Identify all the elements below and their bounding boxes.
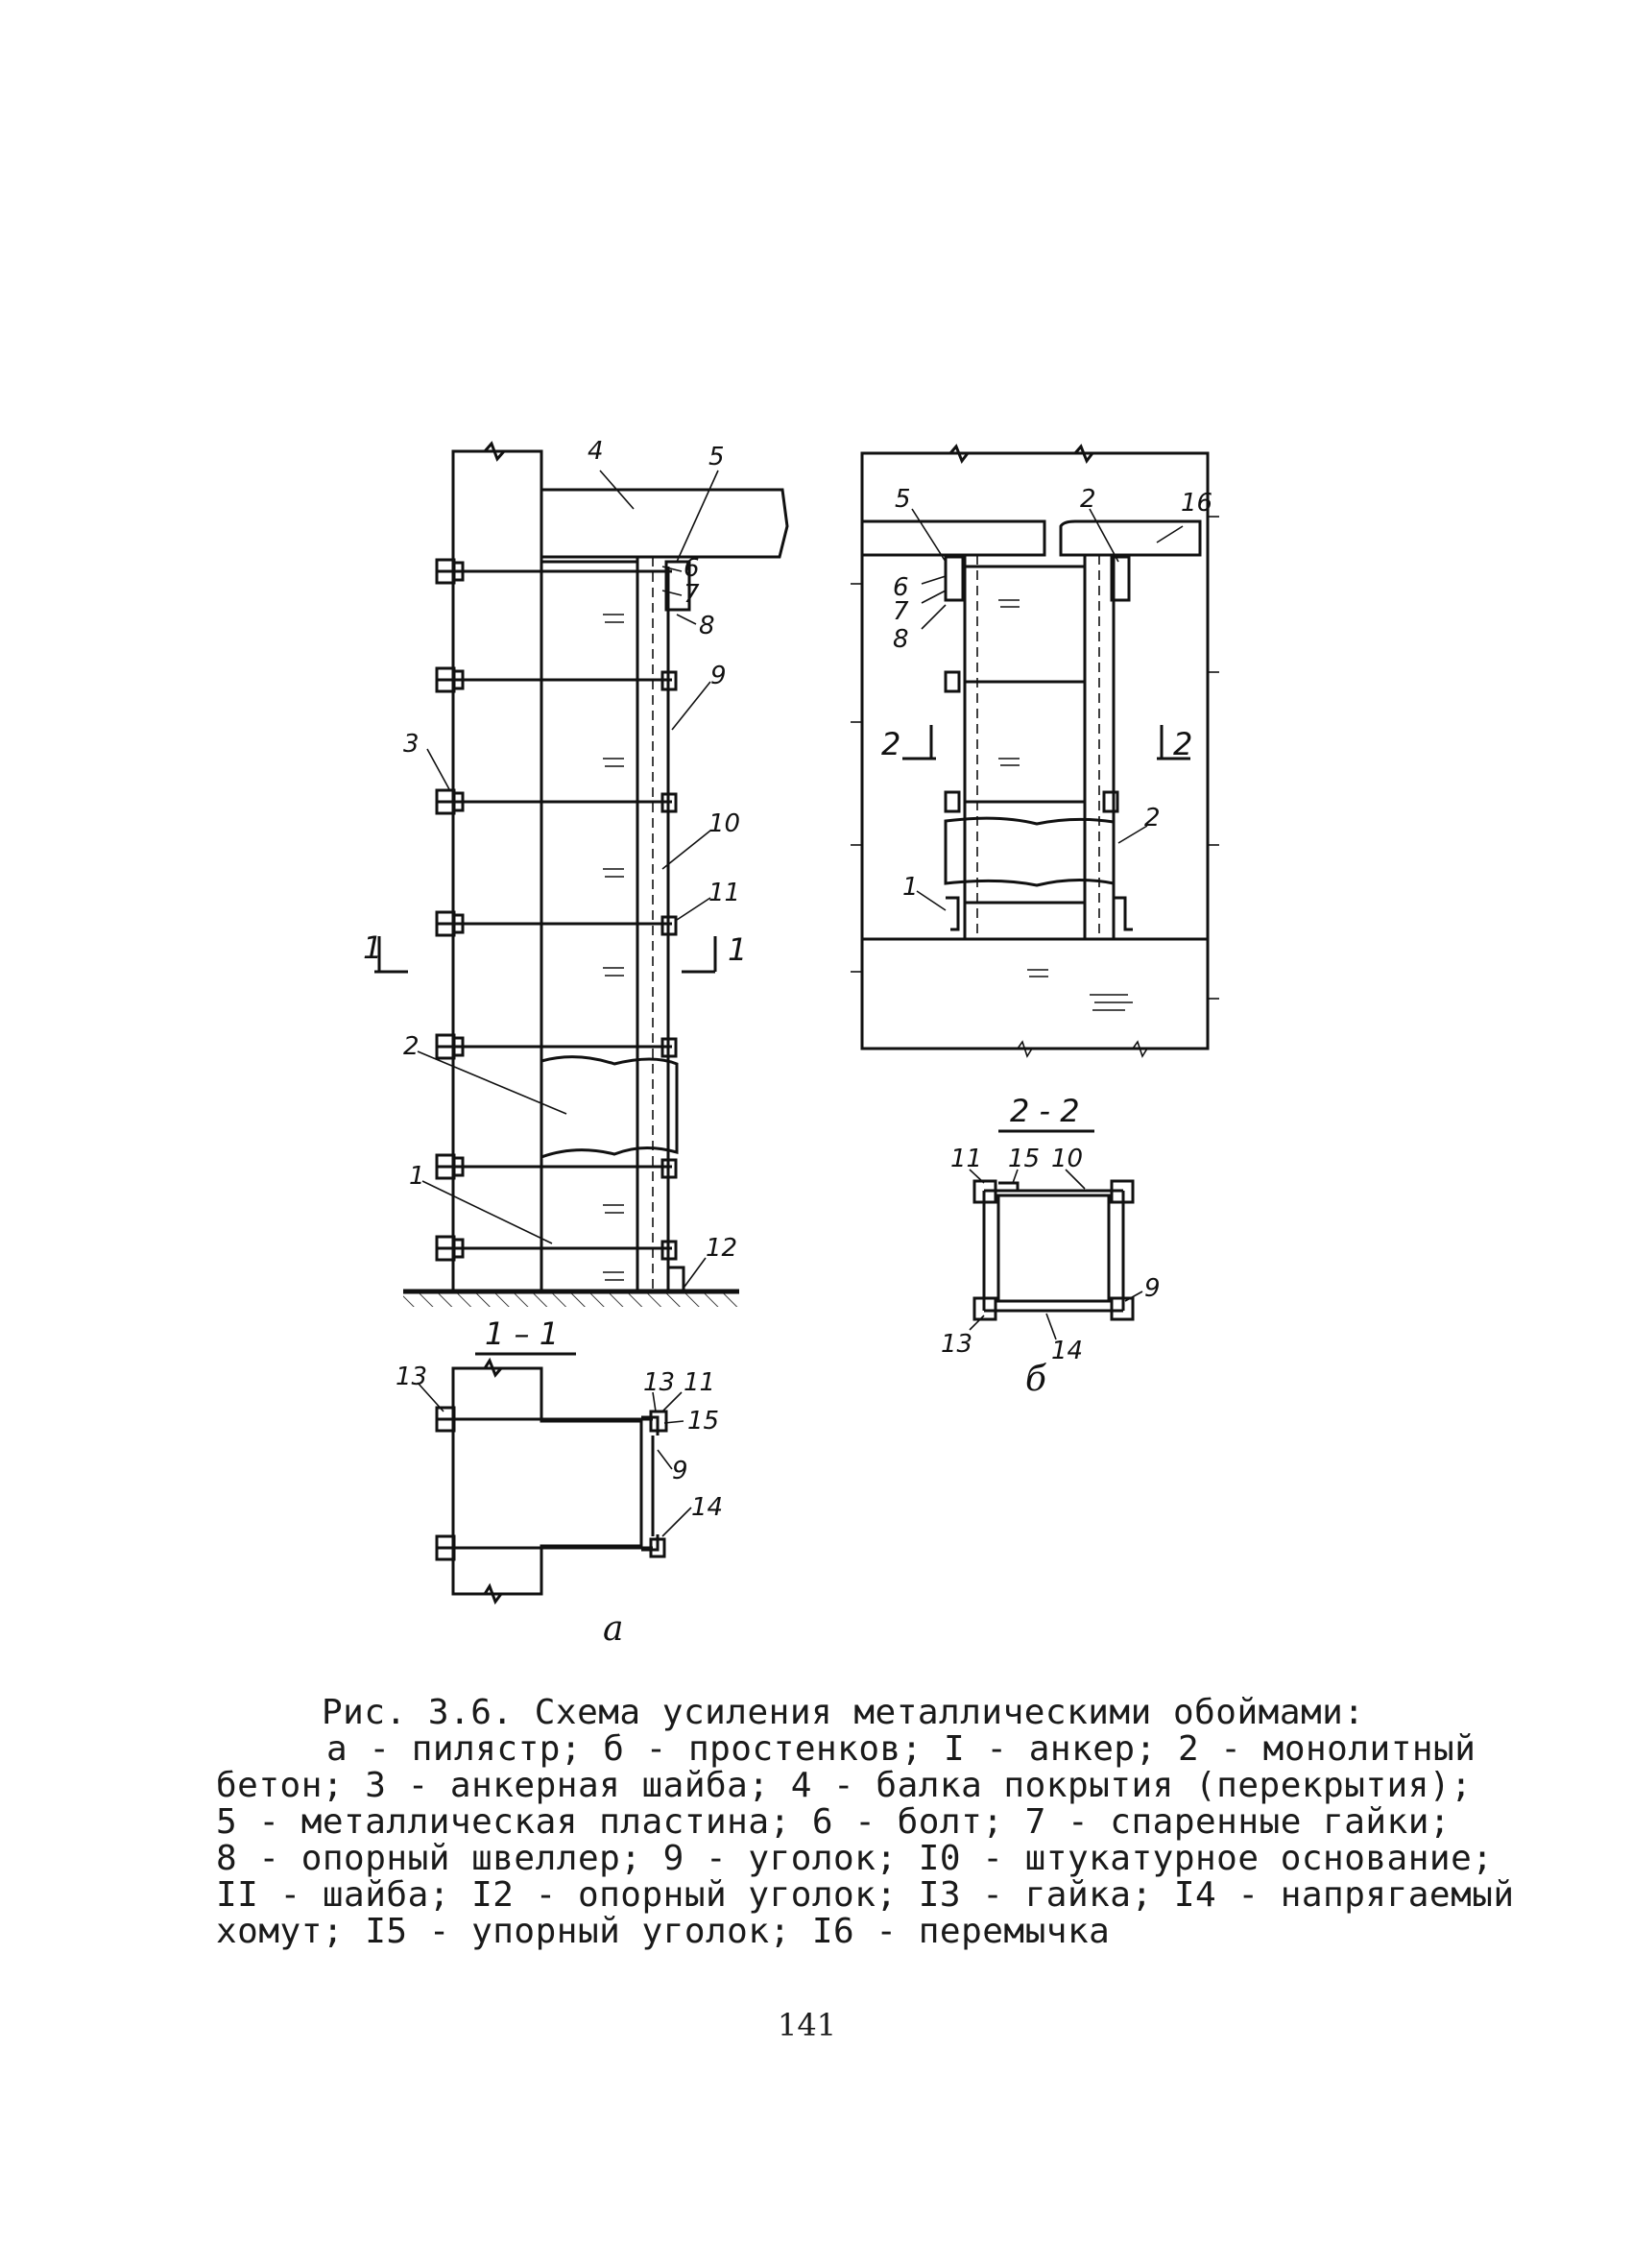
callout-6-a: 6 <box>684 554 700 583</box>
callout-8-b: 8 <box>893 625 909 654</box>
callout-10-a: 10 <box>708 809 740 838</box>
section-1-1: 1 – 1 13 13 11 15 9 14 а <box>396 1315 723 1649</box>
subfigure-b-label: б <box>1025 1360 1047 1399</box>
pilaster-elevation: 1 1 4 5 6 7 8 9 10 11 3 2 1 12 <box>363 437 789 1307</box>
callout-11-s11: 11 <box>684 1368 715 1397</box>
caption-line-3: 5 - металлическая пластина; 6 - болт; 7 … <box>216 1802 1452 1842</box>
cut-2-right-label: 2 <box>1173 726 1192 762</box>
callout-12-a: 12 <box>706 1234 737 1263</box>
section-2-2-title: 2 - 2 <box>1010 1093 1080 1129</box>
callout-3-a: 3 <box>403 730 420 759</box>
callout-13-s22: 13 <box>941 1330 972 1359</box>
callout-1-b: 1 <box>902 873 919 902</box>
caption-line-4: 8 - опорный швеллер; 9 - уголок; I0 - шт… <box>216 1839 1494 1878</box>
callout-5-a: 5 <box>708 443 725 471</box>
callout-13-s11-left: 13 <box>396 1363 427 1391</box>
callout-7-a: 7 <box>684 580 700 609</box>
callout-15-s22: 15 <box>1008 1145 1040 1173</box>
callout-13-s11-right: 13 <box>643 1368 675 1397</box>
anchor-rods <box>435 558 672 1262</box>
callout-4-a: 4 <box>588 437 604 466</box>
callout-7-b: 7 <box>893 597 909 626</box>
figure-caption: Рис. 3.6. Схема усиления металлическими … <box>216 1693 1515 1951</box>
callout-11-s22: 11 <box>950 1145 982 1173</box>
caption-title: Рис. 3.6. Схема усиления металлическими … <box>322 1693 1365 1732</box>
callout-1-a: 1 <box>409 1162 425 1191</box>
caption-line-6: хомут; I5 - упорный уголок; I6 - перемыч… <box>216 1912 1111 1951</box>
caption-line-5: II - шайба; I2 - опорный уголок; I3 - га… <box>216 1875 1515 1915</box>
callout-6-b: 6 <box>893 573 909 602</box>
callout-16-b: 16 <box>1181 489 1212 518</box>
caption-line-2: бетон; 3 - анкерная шайба; 4 - балка пок… <box>216 1766 1473 1805</box>
callout-2-b-top: 2 <box>1080 485 1096 514</box>
pier-elevation: 2 2 5 6 7 8 2 16 2 1 <box>851 444 1219 1058</box>
callout-11-a: 11 <box>708 879 740 907</box>
callout-10-s22: 10 <box>1051 1145 1083 1173</box>
callout-15-s11: 15 <box>687 1407 719 1436</box>
page-number: 141 <box>778 2007 837 2043</box>
figure-drawing: 1 1 4 5 6 7 8 9 10 11 3 2 1 12 1 – <box>363 437 1219 1649</box>
callout-5-b: 5 <box>895 485 911 514</box>
section-1-1-title: 1 – 1 <box>485 1315 559 1352</box>
callout-9-a: 9 <box>710 662 727 690</box>
cut-1-right-label: 1 <box>728 931 747 968</box>
callout-14-s11: 14 <box>691 1493 723 1522</box>
callout-14-s22: 14 <box>1051 1337 1083 1365</box>
callout-9-s11: 9 <box>672 1457 688 1485</box>
callout-9-s22: 9 <box>1144 1274 1161 1303</box>
caption-line-1: а - пилястр; б - простенков; I - анкер; … <box>326 1729 1476 1769</box>
cut-1-left-label: 1 <box>363 929 382 966</box>
cut-2-left-label: 2 <box>881 726 900 762</box>
callout-2-b: 2 <box>1144 804 1161 832</box>
callout-8-a: 8 <box>699 612 715 640</box>
callout-2-a: 2 <box>403 1032 420 1061</box>
section-2-2: 2 - 2 11 15 10 9 13 14 б <box>941 1093 1161 1399</box>
subfigure-a-label: а <box>603 1609 623 1649</box>
